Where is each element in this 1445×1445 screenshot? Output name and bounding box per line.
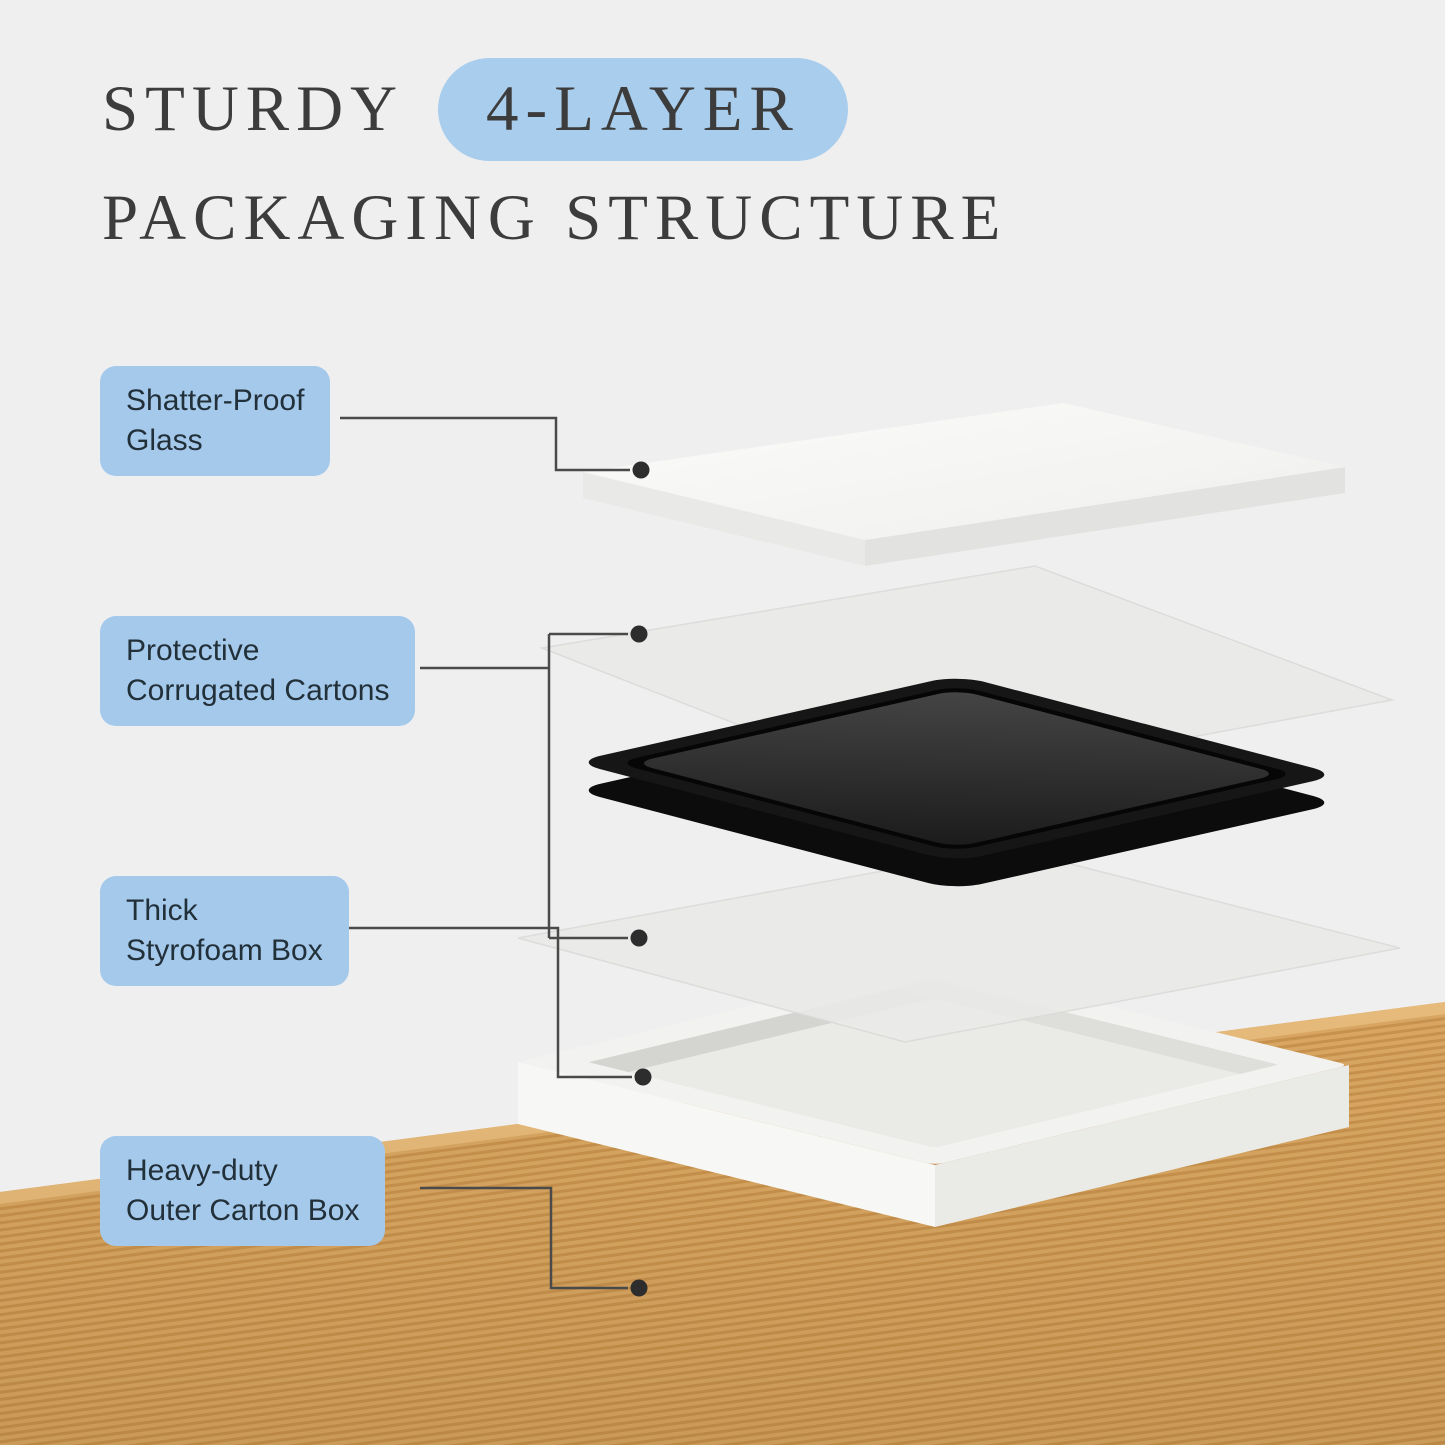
dot-glass	[632, 461, 650, 479]
connectors	[340, 416, 632, 1290]
connector-corrugated	[420, 632, 628, 940]
callout-text-line2: Corrugated Cartons	[126, 674, 390, 708]
title-line-2: PACKAGING STRUCTURE	[102, 182, 1008, 254]
callout-outer-carton-box: Heavy-duty Outer Carton Box	[100, 1136, 386, 1247]
tray-interior	[644, 692, 1269, 845]
product-black-tray-layer	[588, 678, 1325, 887]
dot-outer-carton	[630, 1279, 648, 1297]
connector-styrofoam	[340, 926, 632, 1079]
shatter-proof-glass-layer	[583, 403, 1345, 566]
styrofoam-top-face	[522, 963, 1345, 1164]
page-title: STURDY 4-LAYER PACKAGING STRUCTURE	[102, 58, 1007, 256]
glass-top-face	[583, 403, 1345, 540]
callout-text-line2: Outer Carton Box	[126, 1194, 360, 1228]
dot-carton-sheet-bottom	[630, 929, 648, 947]
styrofoam-front-left-face	[518, 1062, 935, 1227]
callout-text-line1: Thick	[126, 894, 198, 927]
callout-text-line1: Heavy-duty	[126, 1154, 278, 1187]
dot-styrofoam	[634, 1068, 652, 1086]
styrofoam-front-right-face	[935, 1065, 1349, 1227]
title-highlight-pill: 4-LAYER	[438, 58, 848, 161]
connector-glass	[340, 416, 630, 472]
title-word-sturdy: STURDY	[102, 73, 405, 145]
callout-text-line2: Styrofoam Box	[126, 934, 323, 968]
connector-dots	[630, 461, 652, 1297]
callout-shatter-proof-glass: Shatter-Proof Glass	[100, 366, 331, 477]
glass-front-left-face	[583, 472, 865, 566]
glass-front-right-face	[865, 467, 1345, 566]
connector-carton	[420, 1186, 628, 1290]
tray-top	[588, 678, 1325, 859]
title-line-1: STURDY 4-LAYER	[102, 58, 1007, 161]
dot-carton-sheet-top	[630, 625, 648, 643]
corrugated-carton-sheet-bottom	[517, 847, 1401, 1043]
styrofoam-box-layer	[518, 963, 1349, 1227]
callout-corrugated-cartons: Protective Corrugated Cartons	[100, 616, 416, 727]
callout-text-line2: Glass	[126, 424, 203, 458]
callout-text-line1: Protective	[126, 634, 260, 667]
callout-styrofoam-box: Thick Styrofoam Box	[100, 876, 349, 987]
callout-text-line1: Shatter-Proof	[126, 384, 305, 417]
